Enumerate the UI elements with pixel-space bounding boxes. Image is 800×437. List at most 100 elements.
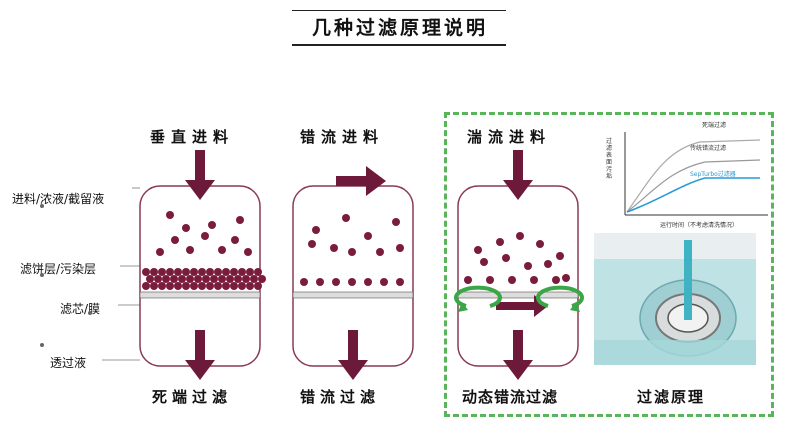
leader-dot-feed [40, 204, 44, 208]
graph-xlabel: 运行时间（不考虑清洗情况） [660, 222, 739, 229]
cake-particle [186, 275, 194, 283]
particle [376, 248, 384, 256]
cake-particle [226, 275, 234, 283]
dynamic-filtration-frame [444, 112, 774, 417]
particle [342, 214, 350, 222]
particle [348, 278, 356, 286]
particle [552, 276, 560, 284]
green-swirl-left-icon [454, 285, 502, 308]
particle [300, 278, 308, 286]
cake-particle [150, 268, 158, 276]
leader-lines [102, 187, 140, 361]
arrow-feed-crossflow [336, 166, 386, 196]
arrow-flow-dynamic [496, 295, 548, 317]
cake-particle [234, 275, 242, 283]
header-crossflow: 错流进料 [300, 128, 385, 146]
cake-particle [162, 275, 170, 283]
particle [524, 262, 532, 270]
header-dead-end: 垂直进料 [150, 128, 235, 146]
particle [182, 224, 190, 232]
cake-particle [222, 282, 230, 290]
green-arrowhead-right [570, 302, 580, 312]
membrane-dead-end [139, 291, 261, 299]
particle [536, 240, 544, 248]
photo-shaft [684, 240, 692, 320]
cake-particle [198, 268, 206, 276]
label-feed: 进料/浓液/截留液 [12, 192, 105, 206]
cake-particle [166, 268, 174, 276]
arrow-permeate-crossflow [338, 330, 368, 380]
particle [308, 240, 316, 248]
cake-particle [190, 282, 198, 290]
title-rule-top [292, 10, 506, 11]
particle [516, 232, 524, 240]
particle [186, 246, 194, 254]
particle [364, 232, 372, 240]
curve-crossflow [626, 159, 761, 213]
graph-label-crossflow: 传统错流过滤 [690, 145, 727, 152]
header-dynamic: 湍流进料 [467, 128, 552, 146]
cake-particle [194, 275, 202, 283]
membrane-crossflow [292, 291, 414, 299]
cake-particle [258, 275, 266, 283]
footer-dynamic: 动态错流过滤 [462, 388, 559, 406]
footer-crossflow: 错流过滤 [300, 388, 381, 406]
cake-particle [246, 268, 254, 276]
particle [392, 218, 400, 226]
particle [156, 248, 164, 256]
label-permeate: 透过液 [50, 356, 87, 370]
graph-label-septurbo: SepTurbo过滤器 [690, 171, 736, 178]
particle [486, 276, 494, 284]
cake-particle [242, 275, 250, 283]
particle [316, 278, 324, 286]
particle [496, 238, 504, 246]
particle [201, 232, 209, 240]
cake-particle [170, 275, 178, 283]
cake-particle [214, 282, 222, 290]
particle [464, 276, 472, 284]
cake-particle [238, 268, 246, 276]
particle [480, 258, 488, 266]
cake-particle [238, 282, 246, 290]
particles-crossflow [300, 214, 404, 286]
footer-dead-end: 死端过滤 [152, 388, 233, 406]
particle [208, 221, 216, 229]
photo-caption: 过滤原理 [637, 388, 706, 406]
cake-particle [218, 275, 226, 283]
graph-ylabel: 过滤表面污垢 [606, 138, 613, 180]
cake-particle [150, 282, 158, 290]
particles-dynamic [464, 232, 570, 284]
cake-particle [146, 275, 154, 283]
leader-dot-cake [40, 273, 44, 277]
particle [396, 278, 404, 286]
photo-base [594, 340, 756, 365]
particle [231, 236, 239, 244]
particle [544, 260, 552, 268]
cake-particle [142, 282, 150, 290]
particle [502, 254, 510, 262]
membrane-dynamic [457, 291, 579, 299]
cake-particle [210, 275, 218, 283]
cake-layer-dead-end [142, 268, 266, 290]
particle [348, 248, 356, 256]
cake-particle [178, 275, 186, 283]
particle [330, 244, 338, 252]
cake-particle [246, 282, 254, 290]
fouling-graph [624, 132, 768, 216]
green-swirl-right-icon [536, 285, 584, 308]
particle [332, 278, 340, 286]
label-cake-layer: 滤饼层/污染层 [20, 262, 97, 276]
curve-dead-end [626, 139, 761, 213]
particles-dead-end [156, 211, 252, 256]
cake-particle [254, 268, 262, 276]
particle [474, 246, 482, 254]
arrow-feed-dead-end [185, 150, 215, 200]
particle [364, 278, 372, 286]
particle [396, 244, 404, 252]
cake-particle [158, 282, 166, 290]
page-title: 几种过滤原理说明 [311, 17, 488, 39]
leader-dot-permeate [40, 343, 44, 347]
cake-particle [190, 268, 198, 276]
cake-particle [206, 268, 214, 276]
